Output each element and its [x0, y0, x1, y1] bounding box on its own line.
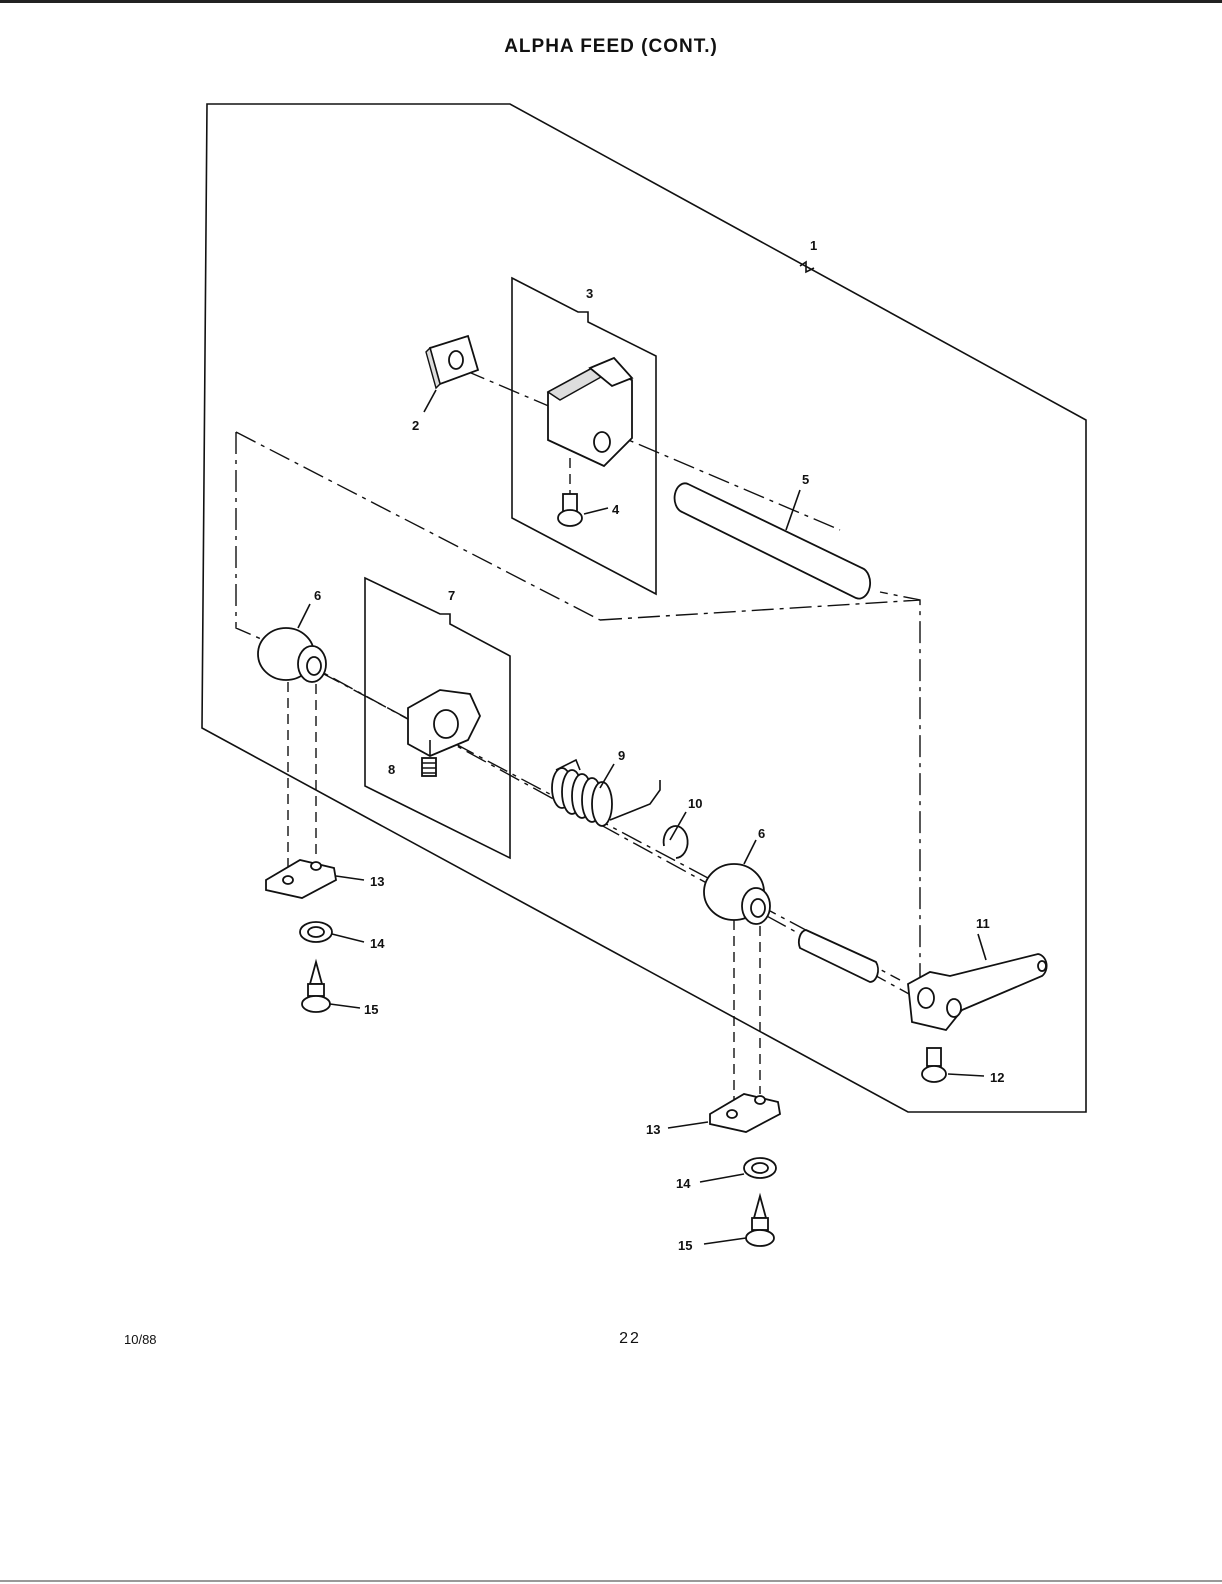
callout-14-right: 14 — [676, 1176, 691, 1191]
part-6-bushing-right — [704, 840, 770, 1100]
part-13-clamp-left — [266, 860, 364, 898]
part-2-square-nut — [424, 336, 478, 412]
bottom-rule — [0, 1580, 1222, 1582]
callout-6-right: 6 — [758, 826, 765, 841]
axis-line-top — [464, 370, 840, 530]
part-8-set-screw — [422, 758, 436, 776]
part-13-clamp-right — [668, 1094, 780, 1132]
callout-2: 2 — [412, 418, 419, 433]
callout-6-left: 6 — [314, 588, 321, 603]
callout-10: 10 — [688, 796, 702, 811]
part-10-retaining-ring — [664, 812, 688, 858]
callout-1: 1 — [810, 238, 817, 253]
part-pin — [799, 930, 878, 982]
part-7-bracket — [408, 690, 480, 756]
callout-13-right: 13 — [646, 1122, 660, 1137]
callout-5: 5 — [802, 472, 809, 487]
callout-8: 8 — [388, 762, 395, 777]
page-number: 22 — [600, 1330, 660, 1348]
callout-15-left: 15 — [364, 1002, 378, 1017]
callout-13-left: 13 — [370, 874, 384, 889]
callout-3: 3 — [586, 286, 593, 301]
callout-12: 12 — [990, 1070, 1004, 1085]
part-9-torsion-spring — [552, 760, 660, 826]
part-3-feed-block — [548, 358, 632, 466]
part-11-lever-arm — [908, 934, 1047, 1030]
callout-15-right: 15 — [678, 1238, 692, 1253]
part-6-bushing-left — [258, 604, 326, 870]
callout-14-left: 14 — [370, 936, 385, 951]
part-15-screw-right — [704, 1196, 774, 1246]
callout-9: 9 — [618, 748, 625, 763]
part-12-screw — [922, 1048, 984, 1082]
assembly-boundary-1 — [202, 104, 1086, 1112]
callout-4: 4 — [612, 502, 620, 517]
part-14-lock-washer-left — [300, 922, 364, 942]
footer-date: 10/88 — [124, 1332, 157, 1347]
callout-7: 7 — [448, 588, 455, 603]
part-15-screw-left — [302, 962, 360, 1012]
callout-11: 11 — [976, 916, 990, 931]
part-14-lock-washer-right — [700, 1158, 776, 1182]
part-4-screw — [558, 494, 608, 526]
